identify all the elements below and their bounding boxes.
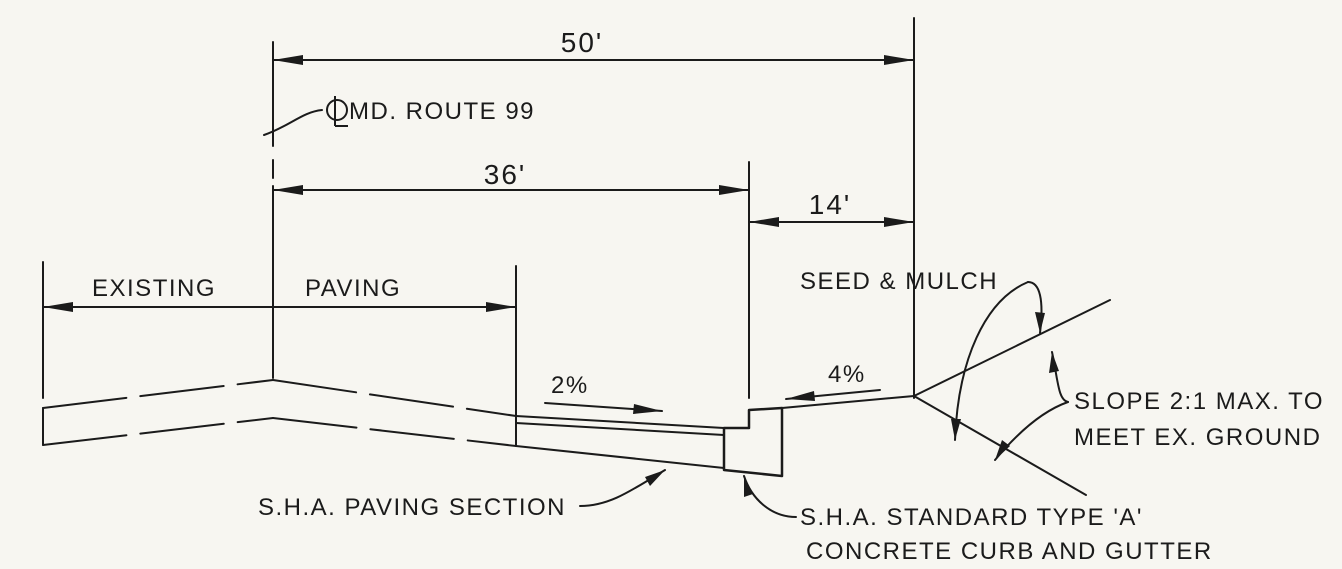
slope-4-arrow <box>785 389 881 401</box>
curb-label-line1: S.H.A. STANDARD TYPE 'A' <box>800 504 1143 531</box>
seed-mulch-label: SEED & MULCH <box>800 268 998 295</box>
reference-lines <box>42 17 915 445</box>
shoulder-and-slopes <box>781 299 1111 496</box>
curb-and-gutter <box>722 406 784 478</box>
slope-label-line1: SLOPE 2:1 MAX. TO <box>1074 388 1324 415</box>
existing-pavement <box>42 379 517 447</box>
new-paving-section <box>515 415 725 469</box>
slope-2-label: 2% <box>551 372 589 399</box>
dimension-36-line <box>272 185 750 195</box>
existing-paving-dimension-line <box>42 302 517 312</box>
slope-2-arrow <box>544 402 663 414</box>
cut-slope-line <box>913 299 1111 397</box>
dimension-50-label: 50' <box>561 27 604 58</box>
paving-section-label: S.H.A. PAVING SECTION <box>258 494 566 521</box>
curb-label-line2: CONCRETE CURB AND GUTTER <box>806 538 1213 565</box>
paving-label: PAVING <box>305 275 401 302</box>
leader-lines <box>263 109 1069 518</box>
centerline-leader <box>263 109 323 136</box>
existing-label: EXISTING <box>92 275 216 302</box>
shoulder-line <box>781 395 915 409</box>
dimension-14-label: 14' <box>809 189 852 220</box>
dimension-14-line <box>748 217 915 227</box>
centerline-label: MD. ROUTE 99 <box>349 98 535 125</box>
slope-4-label: 4% <box>828 361 866 388</box>
seed-mulch-leader-fill <box>954 281 1029 441</box>
dimension-36-label: 36' <box>484 159 527 190</box>
slope-leader-fill <box>994 401 1069 461</box>
dimension-50-line <box>272 55 915 65</box>
slope-label-line2: MEET EX. GROUND <box>1074 424 1321 451</box>
fill-slope-line <box>913 395 1087 496</box>
centerline-icon <box>326 96 348 127</box>
curb-leader <box>743 475 797 518</box>
